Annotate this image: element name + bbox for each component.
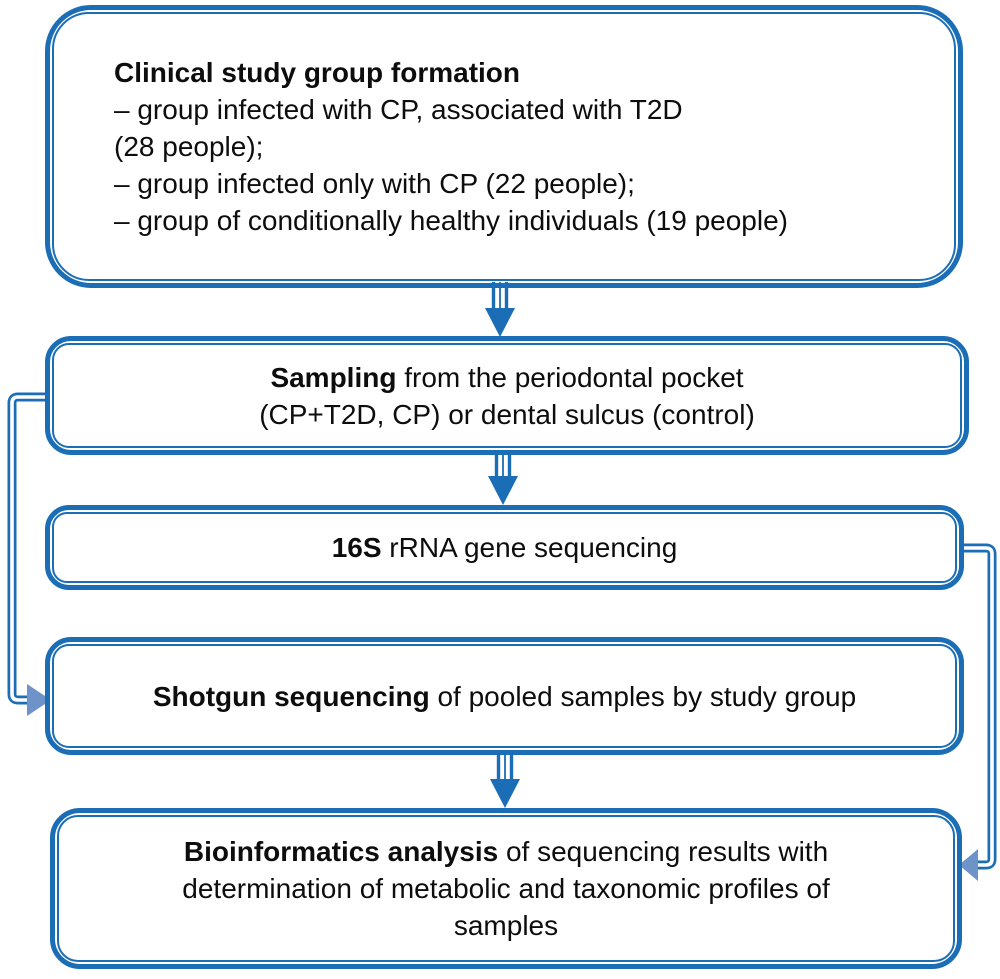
connector-16s-to-bioinformatics [958,543,997,881]
arrow-down-icon [490,753,520,808]
connector-right-arrowhead-icon [959,849,978,881]
box1-item: – group infected with CP, associated wit… [114,94,683,125]
connector-left-arrowhead-icon [27,684,51,716]
box1-item: – group of conditionally healthy individ… [114,205,788,236]
arrow-down-icon [488,450,518,505]
box1-heading: Clinical study group formation [114,57,521,88]
box-sampling: Sampling from the periodontal pocket (CP… [45,336,969,455]
box3-line1: 16S rRNA gene sequencing [331,532,678,563]
box1-item: (28 people); [114,131,264,162]
box-shotgun-sequencing: Shotgun sequencing of pooled samples by … [45,637,964,755]
box2-line1: Sampling from the periodontal pocket [270,361,744,393]
box2-line2: (CP+T2D, CP) or dental sulcus (control) [259,398,755,430]
arrow-down-icon [485,282,515,337]
box-bioinformatics-analysis: Bioinformatics analysis of sequencing re… [50,808,962,969]
box5-line3: samples [453,910,559,941]
box-16s-rrna-sequencing: 16S rRNA gene sequencing [45,505,964,590]
box5-line2: determination of metabolic and taxonomic… [182,873,830,904]
box1-item: – group infected only with CP (22 people… [114,168,635,199]
box4-line1: Shotgun sequencing of pooled samples by … [152,680,857,712]
box5-line1: Bioinformatics analysis of sequencing re… [183,836,829,867]
connector-sampling-to-shotgun [7,392,51,716]
box-clinical-study-group-formation: Clinical study group formation – group i… [45,5,963,288]
